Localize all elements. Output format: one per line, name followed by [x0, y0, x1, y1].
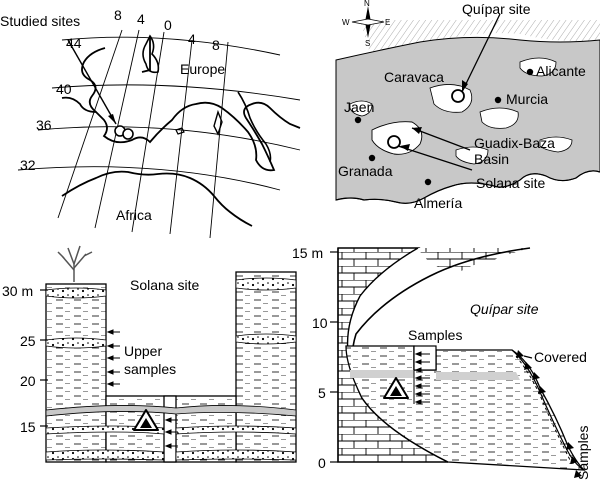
site-marker-2: [122, 128, 134, 140]
solana-scale-15: 15: [20, 419, 36, 435]
upper-samples-label: Upper: [124, 343, 162, 359]
compass-s: S: [365, 39, 370, 48]
town-dot-jaen: [354, 116, 362, 124]
europe-map: Studied sites Europe Africa 8 4 0 4 8 44…: [0, 7, 301, 239]
alicante-label: Alicante: [536, 63, 586, 79]
corsica-sardinia: [213, 109, 223, 136]
lon-label: 8: [212, 37, 220, 53]
lat-label: 40: [56, 81, 72, 97]
compass-w: W: [342, 18, 350, 27]
compass-e: E: [385, 18, 390, 27]
solana-section: 30 m 25 20 15 Solana site Upper samples: [2, 245, 297, 463]
africa-label: Africa: [116, 207, 152, 223]
quipar-scale-5: 5: [318, 385, 326, 401]
italy: [237, 91, 272, 163]
hatched-area: [360, 20, 600, 60]
lat-label: 44: [66, 35, 82, 51]
region-map: N S E W Quípar site Caravaca Alicante Ja…: [335, 0, 600, 230]
town-dot-almeria: [424, 178, 432, 186]
solana-scale-25: 25: [20, 333, 36, 349]
covered-label: Covered: [534, 349, 587, 365]
compass-icon: N S E W: [342, 0, 390, 48]
solana-scale-20: 20: [20, 373, 36, 389]
quipar-site-label: Quípar site: [462, 1, 531, 17]
site-circle-solana: [387, 135, 401, 149]
lon-label: 0: [164, 17, 172, 33]
upper-samples-label-2: samples: [124, 361, 176, 377]
quipar-scale-15: 15 m: [292, 245, 323, 261]
africa-coastline: [61, 170, 253, 227]
jaen-label: Jaen: [344, 99, 374, 115]
tree-icon: [57, 245, 93, 282]
quipar-section: 15 m 10 5 0 Quípar site Samples Covered …: [292, 245, 591, 480]
samples-top-label: Samples: [408, 327, 462, 343]
murcia-label: Murcia: [506, 91, 548, 107]
lon-label: 4: [137, 11, 145, 27]
quipar-scale-0: 0: [318, 455, 326, 471]
lon-label: 8: [114, 7, 122, 23]
town-dot-murcia: [494, 96, 502, 104]
europe-coastline: [61, 36, 301, 172]
solana-title: Solana site: [130, 277, 199, 293]
fossil-icon: [383, 377, 409, 399]
lon-label: 4: [188, 31, 196, 47]
lat-label: 36: [36, 117, 52, 133]
lat-label: 32: [20, 157, 36, 173]
compass-n: N: [364, 0, 370, 8]
samples-side-label: Samples: [575, 426, 591, 480]
britain: [142, 34, 160, 74]
granada-label: Granada: [338, 163, 393, 179]
scree-blocks: [516, 350, 582, 478]
town-dot-granada: [368, 154, 376, 162]
caravaca-label: Caravaca: [384, 69, 444, 85]
solana-column-left: [45, 283, 107, 463]
fossil-icon: [133, 409, 159, 431]
region-coastline: [335, 170, 600, 204]
europe-label: Europe: [180, 61, 225, 77]
sample-arrows: [106, 329, 178, 449]
site-circle-caravaca: [451, 89, 465, 103]
studied-sites-label: Studied sites: [0, 13, 80, 29]
quipar-sample-arrows: [413, 350, 430, 405]
quipar-scale-10: 10: [312, 315, 328, 331]
solana-site-label: Solana site: [476, 175, 545, 191]
balearic: [175, 127, 185, 135]
town-dot-alicante: [526, 68, 534, 76]
guadix-baza-label: Guadix-Baza: [474, 135, 555, 151]
solana-scale-30: 30 m: [2, 283, 33, 299]
basin-label: Basin: [474, 151, 509, 167]
quipar-title: Quípar site: [470, 301, 539, 317]
almeria-label: Almería: [414, 195, 462, 211]
